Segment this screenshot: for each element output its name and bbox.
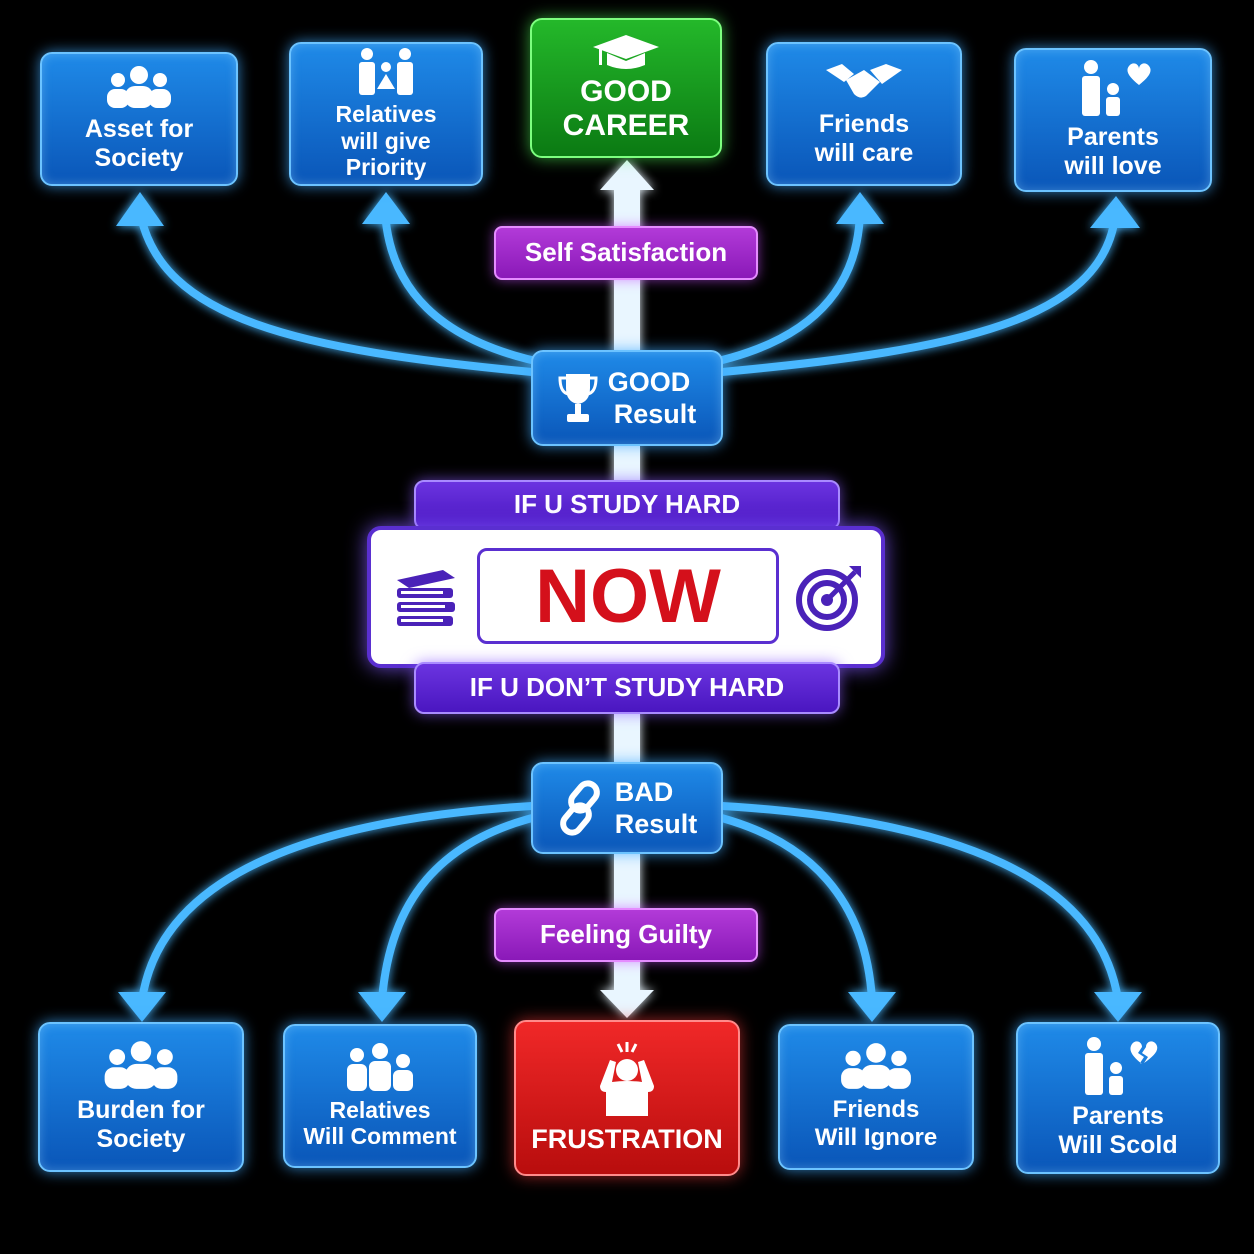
friends-ignore-line-2: Will Ignore	[814, 1124, 938, 1151]
feeling-guilty-text: Feeling Guilty	[540, 919, 712, 950]
parents-scold-line-2: Will Scold	[1058, 1131, 1178, 1159]
parents-love-box: Parents will love	[1014, 48, 1212, 192]
arrowhead-relatives-comment	[358, 992, 406, 1022]
good-career-line-2: CAREER	[562, 109, 690, 142]
relatives-comment-box: Relatives Will Comment	[283, 1024, 477, 1168]
good-result-line-2: Result	[613, 399, 697, 429]
arrow-to-parents-love	[718, 214, 1119, 376]
family-icon	[359, 48, 413, 96]
arrow-to-friends-ignore	[710, 812, 876, 1004]
bad-result-line-2: Result	[614, 809, 698, 839]
frustrated-person-icon	[600, 1042, 654, 1117]
group-icon	[107, 66, 171, 109]
arrowhead-parents-scold	[1094, 992, 1142, 1022]
arrow-to-relatives-comment	[378, 812, 544, 1004]
arrow-to-relatives-priority	[381, 208, 544, 366]
books-icon	[397, 570, 455, 626]
friends-ignore-line-1: Friends	[832, 1096, 920, 1124]
good-career-line-1: GOOD	[580, 74, 672, 108]
arrowhead-asset	[116, 192, 164, 226]
parents-love-line-1: Parents	[1067, 123, 1159, 152]
frustration-arrowhead	[600, 990, 654, 1018]
parents-love-line-2: will love	[1064, 152, 1162, 180]
arrowhead-friends-care	[836, 192, 884, 224]
study-hard-text: IF U STUDY HARD	[513, 489, 741, 520]
now-box: NOW	[477, 548, 779, 644]
parent-child-heart-icon	[1082, 60, 1151, 117]
asset-for-society-box: Asset for Society	[40, 52, 238, 186]
graduation-cap-icon	[593, 34, 659, 69]
arrowhead-parents-love	[1090, 196, 1140, 228]
frustration-text: FRUSTRATION	[531, 1124, 723, 1155]
friends-care-box: Friends will care	[766, 42, 962, 186]
asset-line-1: Asset for	[84, 115, 194, 144]
burden-line-1: Burden for	[77, 1096, 205, 1125]
good-result-box: GOOD Result	[531, 350, 723, 446]
career-arrowhead	[600, 160, 654, 190]
burden-for-society-box: Burden for Society	[38, 1022, 244, 1172]
group-icon	[104, 1041, 178, 1090]
trophy-icon	[558, 374, 598, 422]
good-result-line-1: GOOD	[607, 366, 691, 397]
dont-study-hard-banner: IF U DON’T STUDY HARD	[414, 662, 840, 714]
self-satisfaction-label: Self Satisfaction	[494, 226, 758, 280]
feeling-guilty-label: Feeling Guilty	[494, 908, 758, 962]
asset-line-2: Society	[94, 144, 184, 172]
now-panel: NOW	[367, 526, 885, 668]
relatives-comment-line-1: Relatives	[329, 1096, 431, 1123]
target-icon	[796, 566, 861, 631]
bad-result-box: BAD Result	[531, 762, 723, 854]
good-career-box: GOOD CAREER	[530, 18, 722, 158]
friends-ignore-box: Friends Will Ignore	[778, 1024, 974, 1170]
bad-result-line-1: BAD	[614, 776, 674, 807]
arrow-to-parents-scold	[718, 802, 1122, 1004]
friends-care-line-2: will care	[814, 139, 914, 167]
relatives-priority-line-3: Priority	[345, 154, 427, 181]
arrowhead-relatives-priority	[362, 192, 410, 224]
relatives-priority-line-2: will give	[341, 127, 431, 154]
arrow-to-burden-society	[138, 802, 536, 1004]
family-icon	[347, 1042, 413, 1091]
frustration-box: FRUSTRATION	[514, 1020, 740, 1176]
handshake-icon	[826, 64, 902, 98]
arrowhead-friends-ignore	[848, 992, 896, 1022]
spine-mid-lower	[614, 712, 640, 764]
parents-scold-line-1: Parents	[1072, 1102, 1164, 1131]
relatives-priority-line-1: Relatives	[335, 101, 437, 128]
dont-study-hard-text: IF U DON’T STUDY HARD	[469, 672, 785, 703]
arrow-to-asset-society	[136, 208, 536, 376]
arrowhead-burden	[118, 992, 166, 1022]
parent-child-broken-heart-icon	[1085, 1037, 1158, 1096]
burden-line-2: Society	[96, 1125, 186, 1153]
relatives-priority-box: Relatives will give Priority	[289, 42, 483, 186]
study-hard-banner: IF U STUDY HARD	[414, 480, 840, 530]
self-satisfaction-text: Self Satisfaction	[524, 237, 728, 268]
spine-mid-upper	[614, 446, 640, 486]
friends-care-line-1: Friends	[818, 110, 910, 139]
now-text: NOW	[535, 553, 721, 639]
group-icon	[841, 1043, 911, 1090]
parents-scold-box: Parents Will Scold	[1016, 1022, 1220, 1174]
relatives-comment-line-2: Will Comment	[303, 1123, 457, 1149]
arrow-to-friends-care	[710, 208, 864, 366]
chain-link-icon	[559, 780, 600, 836]
